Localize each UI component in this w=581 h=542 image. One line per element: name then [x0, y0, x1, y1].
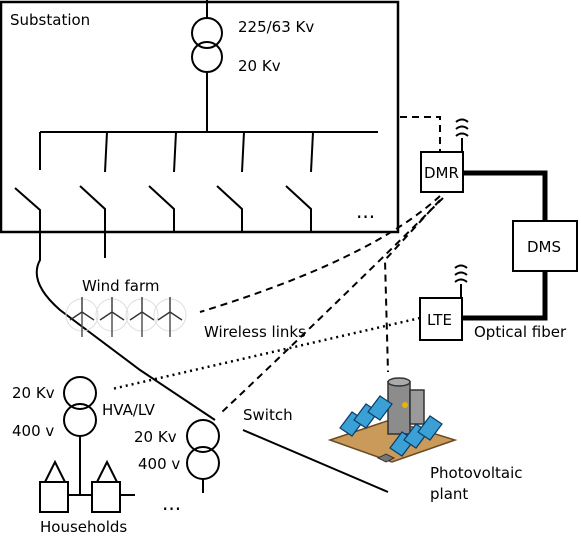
transformer1-top-label: 20 Kv: [12, 384, 55, 402]
transformer-icon: [191, 0, 223, 132]
house-icon: [39, 459, 69, 513]
feeder-2: [79, 131, 108, 258]
wind-turbine-icon: [65, 297, 99, 337]
households-ellipsis: ...: [162, 491, 181, 515]
dms-label: DMS: [527, 238, 561, 256]
pv-label-line1: Photovoltaic: [430, 464, 523, 482]
transformer1-bottom-label: 400 v: [12, 422, 54, 440]
wind-turbine-icon: [95, 297, 129, 337]
antenna-icon: [455, 118, 469, 152]
switch-line: [242, 429, 389, 493]
lte-label: LTE: [427, 311, 452, 329]
wind-turbine-icon: [153, 297, 187, 337]
substation-ellipsis: ...: [356, 199, 375, 223]
optical-fiber-links: [462, 170, 548, 321]
households-label: Households: [40, 518, 127, 536]
transformer1-name-label: HVA/LV: [102, 401, 156, 419]
house-icon: [91, 459, 121, 513]
wind-turbine-icon: [125, 297, 159, 337]
feeders: [14, 131, 314, 258]
mv-voltage-label: 20 Kv: [238, 57, 281, 75]
wireless-links-label: Wireless links: [204, 323, 306, 341]
feeder-4: [216, 131, 245, 232]
switch-label: Switch: [243, 406, 293, 424]
substation-box: [0, 0, 400, 234]
wind-farm: [65, 297, 187, 337]
households: [39, 459, 121, 513]
transformer2-bottom-label: 400 v: [138, 455, 180, 473]
wireless-links-dashed: [199, 116, 444, 413]
transformer2-top-label: 20 Kv: [134, 428, 177, 446]
photovoltaic-plant-icon: [327, 377, 458, 463]
mv-line: [35, 232, 216, 421]
feeder-5: [285, 131, 314, 232]
substation-label: Substation: [10, 11, 90, 29]
dmr-box: [420, 151, 464, 193]
feeder-1: [14, 132, 41, 232]
transformer-icon: [186, 419, 220, 493]
hv-voltage-label: 225/63 Kv: [238, 18, 314, 36]
pv-label-line2: plant: [430, 485, 468, 503]
optical-fiber-label: Optical fiber: [474, 323, 567, 341]
dmr-label: DMR: [424, 164, 459, 182]
feeder-3: [148, 131, 177, 232]
transformer-icon: [63, 376, 97, 495]
wind-farm-label: Wind farm: [82, 277, 159, 295]
dms-box: [512, 220, 578, 272]
antenna-icon: [454, 264, 468, 298]
